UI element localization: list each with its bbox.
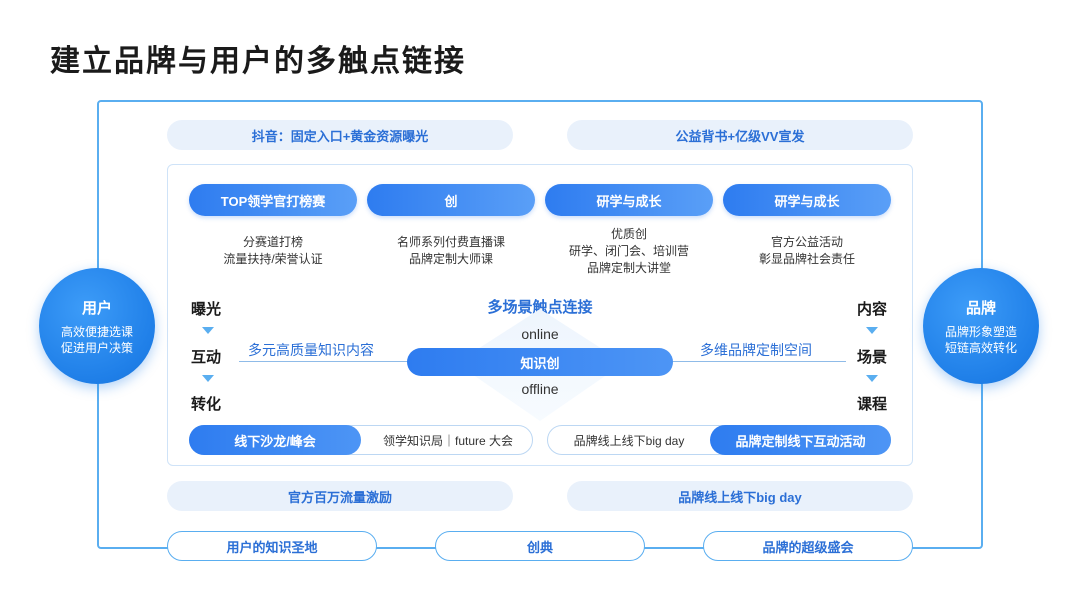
page-title: 建立品牌与用户的多触点链接 (50, 45, 466, 78)
column-desc-line: 流量扶持/荣誉认证 (223, 252, 323, 266)
column-desc-line: 名师系列付费直播课 (396, 235, 505, 249)
combo-brand-offline: 品牌线上线下big day 品牌定制线下互动活动 (547, 425, 891, 455)
down-arrow-icon (202, 327, 214, 334)
column-desc-create: 名师系列付费直播课 品牌定制大师课 (367, 234, 535, 268)
combo-brand-offline-text: 品牌线上线下big day (573, 433, 685, 448)
brand-circle-title: 品牌 (965, 299, 996, 317)
column-desc-line: 彰显品牌社会责任 (758, 252, 855, 266)
column-button-study-growth-2[interactable]: 研学与成长 (723, 184, 891, 216)
center-top-label: 多场景触点连接 (487, 299, 593, 316)
column-desc-line: 优质创 (610, 227, 647, 241)
column-desc-line: 分赛道打榜 (242, 235, 303, 249)
online-label: online (521, 326, 559, 342)
column-desc-top-ranking: 分赛道打榜 流量扶持/荣誉认证 (189, 234, 357, 268)
left-connector-line (239, 361, 414, 362)
column-desc-study-growth-2: 官方公益活动 彰显品牌社会责任 (723, 234, 891, 268)
left-stage-exposure: 曝光 (191, 301, 222, 318)
combo-brand-offline-highlight[interactable]: 品牌定制线下互动活动 (710, 425, 891, 455)
column-desc-line: 品牌定制大讲堂 (586, 261, 671, 275)
right-stage-course: 课程 (857, 396, 888, 413)
right-connector-line (666, 361, 846, 362)
top-pill-douyin: 抖音：固定入口+黄金资源曝光 (167, 120, 513, 150)
combo-offline-salon: 线下沙龙/峰会 领学知识局｜future 大会 (189, 425, 533, 455)
column-button-create[interactable]: 创 (367, 184, 535, 216)
center-left-label: 多元高质量知识内容 (248, 342, 374, 358)
user-circle-line: 促进用户决策 (60, 340, 133, 355)
offline-label: offline (521, 381, 559, 397)
combo-offline-salon-highlight[interactable]: 线下沙龙/峰会 (189, 425, 361, 455)
brand-circle-line: 短链高效转化 (944, 340, 1017, 355)
center-right-label: 多维品牌定制空间 (700, 342, 812, 358)
down-arrow-icon (866, 327, 878, 334)
column-button-top-ranking[interactable]: TOP领学官打榜赛 (189, 184, 357, 216)
bottom-pill-traffic: 官方百万流量激励 (167, 481, 513, 511)
column-desc-line: 官方公益活动 (770, 235, 843, 249)
user-circle-title: 用户 (81, 299, 112, 317)
outer-pill-super-event: 品牌的超级盛会 (703, 531, 913, 561)
brand-circle-line: 品牌形象塑造 (944, 324, 1017, 339)
brand-circle: 品牌 品牌形象塑造 短链高效转化 (923, 268, 1039, 384)
outer-pill-chuangdian: 创典 (435, 531, 645, 561)
user-circle: 用户 高效便捷选课 促进用户决策 (39, 268, 155, 384)
left-stage-interaction: 互动 (191, 349, 222, 366)
user-circle-line: 高效便捷选课 (60, 324, 133, 339)
down-arrow-icon (202, 375, 214, 382)
column-desc-study-growth: 优质创 研学、闭门会、培训营 品牌定制大讲堂 (545, 226, 713, 277)
outer-pill-knowledge-place: 用户的知识圣地 (167, 531, 377, 561)
core-knowledge-create: 知识创 (407, 348, 673, 376)
combo-offline-salon-text: 领学知识局｜future 大会 (382, 433, 514, 448)
top-pill-charity: 公益背书+亿级VV宣发 (567, 120, 913, 150)
right-stage-scene: 场景 (857, 349, 888, 366)
column-desc-line: 研学、闭门会、培训营 (568, 244, 689, 258)
column-button-study-growth[interactable]: 研学与成长 (545, 184, 713, 216)
bottom-pill-bigday: 品牌线上线下big day (567, 481, 913, 511)
column-desc-line: 品牌定制大师课 (408, 252, 493, 266)
left-stage-conversion: 转化 (191, 396, 222, 413)
right-stage-content: 内容 (857, 301, 888, 318)
down-arrow-icon (866, 375, 878, 382)
